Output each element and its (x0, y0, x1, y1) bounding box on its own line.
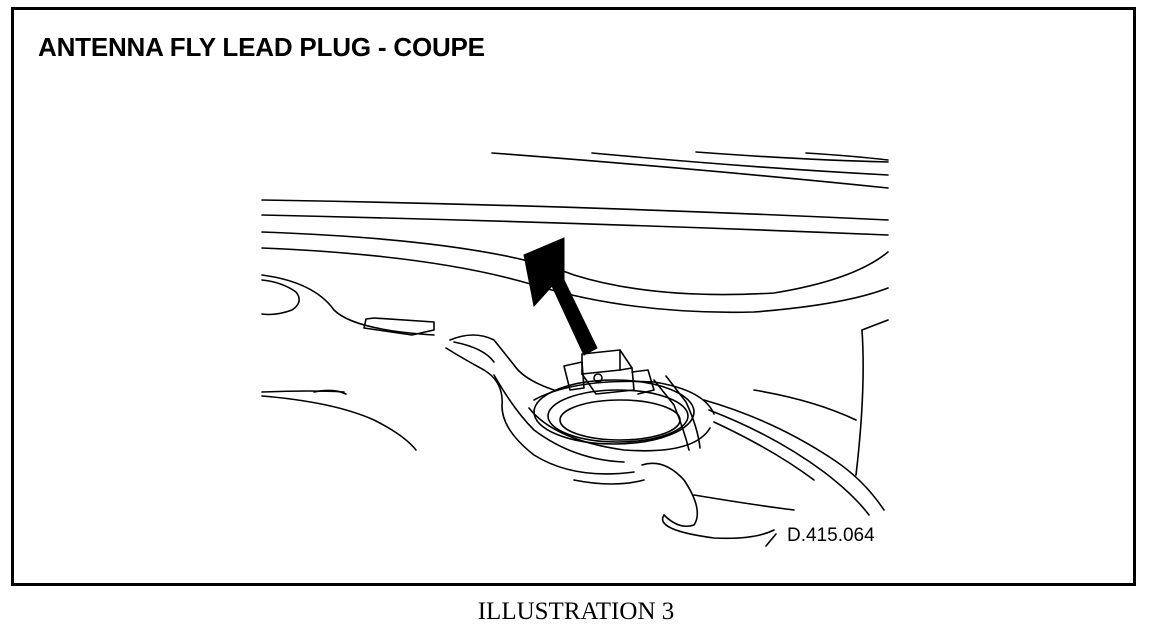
arrow-down-right-icon (523, 237, 598, 356)
reference-code: D.415.064 (787, 525, 875, 546)
panel-lines-upper (491, 151, 889, 189)
panel-lines-body (261, 199, 889, 314)
reference-leader-line (765, 533, 777, 547)
figure-caption: ILLUSTRATION 3 (477, 598, 675, 625)
recess-outline (261, 274, 435, 451)
line-drawing (261, 151, 889, 547)
figure-frame: ANTENNA FLY LEAD PLUG - COUPE (11, 7, 1136, 586)
figure-title: ANTENNA FLY LEAD PLUG - COUPE (38, 32, 485, 62)
cable-sheath (573, 462, 795, 540)
connector-plug-icon (563, 349, 655, 395)
cable-right (653, 375, 885, 516)
body-edge-right (753, 319, 889, 476)
cable-left (445, 334, 635, 475)
